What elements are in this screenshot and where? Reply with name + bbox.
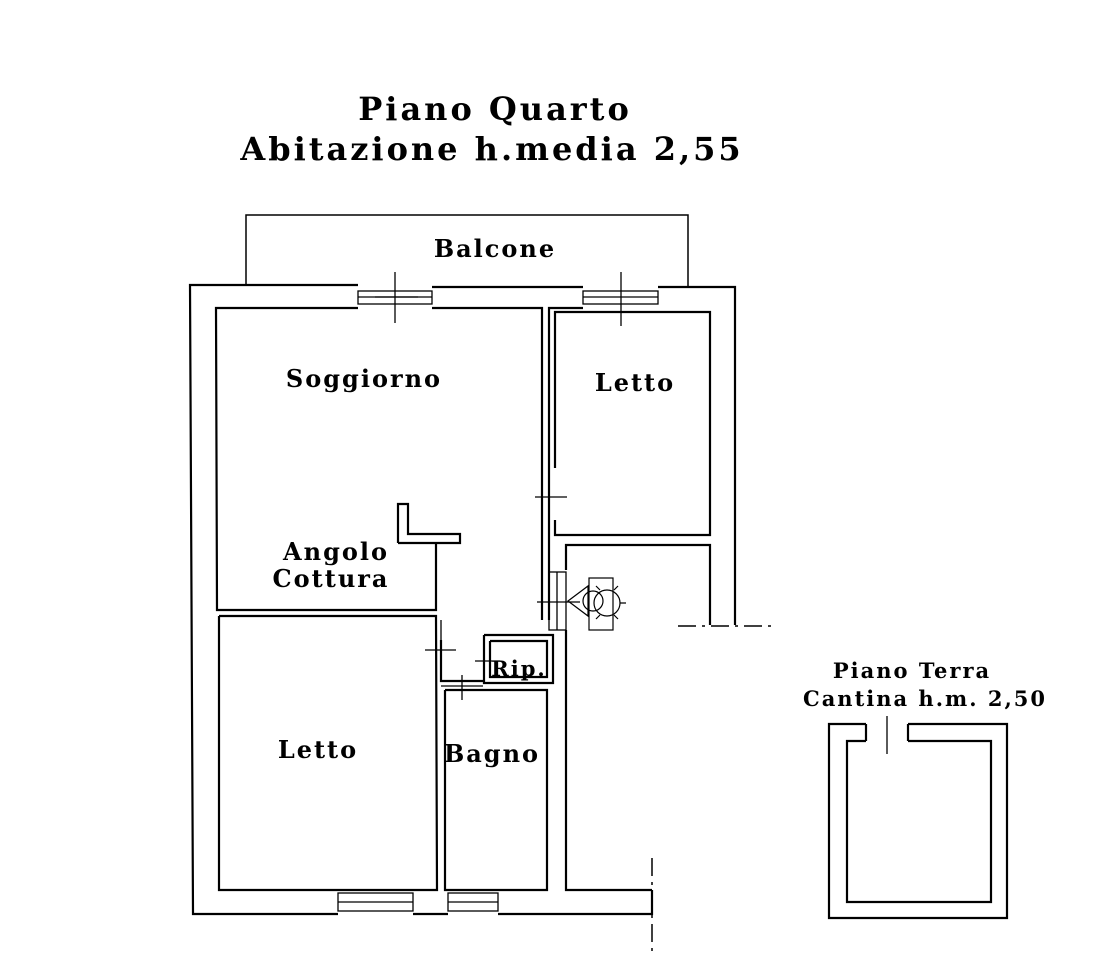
hall-inner-north xyxy=(564,543,712,625)
outer-wall-north-east xyxy=(658,285,737,625)
stair-landing xyxy=(588,577,614,631)
balcony xyxy=(245,214,689,288)
cellar-inner-wall xyxy=(845,739,993,904)
label-bath: Bagno xyxy=(444,739,540,768)
kitchen-peninsula xyxy=(396,502,462,545)
storage-outer xyxy=(482,633,555,685)
bedroom-bottom-inner xyxy=(217,614,439,892)
windows-and-doors xyxy=(337,272,659,912)
stair-arrow xyxy=(567,584,589,618)
section-lines xyxy=(651,625,772,952)
title-block: Piano Quarto Abitazione h.media 2,55 xyxy=(239,90,743,168)
label-balcony: Balcone xyxy=(434,234,556,263)
storage-inner xyxy=(488,639,549,679)
label-bedroom-bottom: Letto xyxy=(278,735,358,764)
cellar-subtitle: Cantina h.m. 2,50 xyxy=(803,686,1047,711)
outer-wall-south-east xyxy=(498,890,654,916)
balcony-outline xyxy=(245,214,689,288)
stair-symbol xyxy=(567,577,626,631)
stair-well xyxy=(582,590,604,612)
label-living: Soggiorno xyxy=(286,364,442,393)
cellar-title: Piano Terra xyxy=(833,658,991,683)
title-line-2: Abitazione h.media 2,55 xyxy=(239,130,743,168)
cellar: Piano Terra Cantina h.m. 2,50 xyxy=(803,658,1047,920)
living-inner xyxy=(214,306,438,612)
outer-wall-west xyxy=(188,283,358,916)
corridor-wall xyxy=(439,640,483,683)
label-kitchen-line-1: Angolo xyxy=(282,537,389,566)
room-labels: Balcone Soggiorno Letto Angolo Cottura L… xyxy=(273,234,675,768)
title-line-1: Piano Quarto xyxy=(358,90,632,128)
apartment-walls xyxy=(188,283,737,916)
cellar-outer-wall xyxy=(827,722,1009,920)
label-bedroom-top: Letto xyxy=(595,368,675,397)
stair-spiral-steps xyxy=(595,585,626,620)
bath-inner xyxy=(443,688,549,892)
hall-inner-south xyxy=(564,630,652,892)
label-storage: Rip. xyxy=(491,656,546,681)
label-kitchen-line-2: Cottura xyxy=(273,564,390,593)
stair-spiral xyxy=(593,589,621,617)
bedroom-top-inner xyxy=(553,310,712,537)
living-inner-east xyxy=(432,306,544,620)
